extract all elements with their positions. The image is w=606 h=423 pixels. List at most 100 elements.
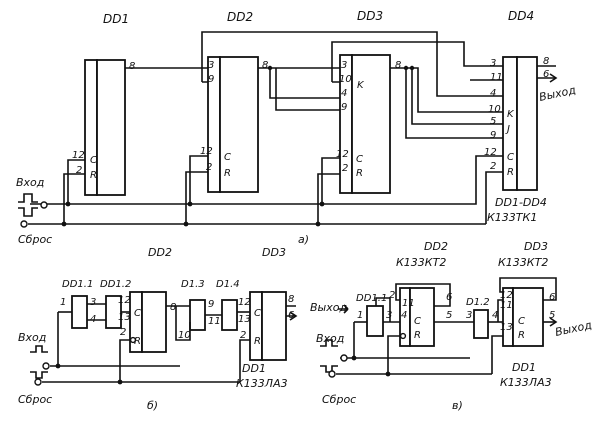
inverted-reset-bubble: [129, 336, 137, 344]
pin-label: 5: [446, 310, 452, 321]
dd4-pin-11: 11: [490, 72, 503, 83]
sublabel-b: б): [147, 399, 158, 412]
junction-dot: [409, 65, 415, 71]
parts-label-line1: DD1-DD4: [495, 196, 547, 209]
pin-label: 4: [492, 310, 498, 321]
diagram-c: DD2 К133КТ2 DD3 К133КТ2 DD1.1 D1.2 1 2 3…: [310, 240, 593, 412]
parts-label-line2: К133ЛА3: [236, 377, 288, 390]
dd4-pin-8: 8: [543, 56, 549, 67]
dd3-pin-2: 2: [342, 163, 348, 174]
dd3-title-line1: DD3: [524, 240, 548, 253]
dd2-chip: [409, 287, 435, 347]
dd4-pin-9: 9: [490, 130, 496, 141]
pin-label: 2: [389, 290, 395, 301]
dd2-chip: [141, 291, 167, 353]
pin-label: 13: [500, 322, 513, 333]
pin-label: R: [414, 330, 421, 341]
pin-label: 12: [238, 297, 251, 308]
pin-label: C: [414, 316, 421, 327]
dd1-title: DD1: [103, 12, 129, 26]
gate-d1-3-label: D1.3: [181, 279, 205, 290]
dd4-pin-5: 5: [490, 116, 496, 127]
diagram-a-wires: [18, 31, 558, 225]
dd1-reset-label: R: [90, 170, 97, 181]
pin-label: 6: [446, 292, 452, 303]
gate-dd1-2-label: DD1.2: [100, 279, 131, 290]
pin-label: R: [518, 330, 525, 341]
pin-label: R: [134, 336, 141, 347]
dd3-reset-label: R: [356, 168, 363, 179]
dd2-pin-3: 3: [208, 60, 214, 71]
dd1-clock-label: C: [90, 155, 97, 166]
junction-dot: [65, 201, 71, 207]
junction-dot: [187, 201, 193, 207]
pin-label: 11: [500, 300, 513, 311]
reset-terminal: [328, 370, 336, 378]
dd4-pin-6: 6: [543, 69, 549, 80]
reset-terminal: [20, 220, 28, 228]
dd2-title-line2: К133КТ2: [396, 256, 446, 269]
gate-d1-2: [473, 309, 489, 339]
pin-label: C: [518, 316, 525, 327]
input-terminal: [340, 354, 348, 362]
reset-label: Сброс: [18, 393, 52, 406]
input-terminal: [40, 201, 48, 209]
dd3-pin-9: 9: [341, 102, 347, 113]
dd3-chip: [512, 287, 544, 347]
reset-label: Сброс: [322, 393, 356, 406]
output-left-label: Выход: [310, 301, 347, 314]
dd3-title: DD3: [262, 246, 286, 259]
output-right-label: Выход: [554, 319, 593, 339]
dd1-pin-2: 2: [76, 165, 82, 176]
dd3-chip: [261, 291, 287, 361]
pin-label: 11: [208, 316, 221, 327]
input-label: Вход: [18, 331, 46, 344]
pin-label: 3: [90, 297, 96, 308]
input-label: Вход: [16, 176, 44, 189]
dd3-pin-8: 8: [395, 60, 401, 71]
dd2-pin-12: 12: [200, 146, 213, 157]
pin-label: 12: [500, 290, 513, 301]
gate-dd1-1-label: DD1.1: [356, 293, 387, 304]
dd1-pin-8: 8: [129, 61, 135, 72]
pin-label: 2: [240, 330, 246, 341]
dd4-clock-label: C: [507, 152, 514, 163]
dd2-chip: [219, 56, 259, 193]
dd1-chip: [96, 59, 126, 196]
input-terminal: [42, 362, 50, 370]
dd4-reset-label: R: [507, 167, 514, 178]
dd2-clock-label: C: [224, 152, 231, 163]
diagram-c-wires: [320, 277, 558, 375]
dd2-pin-9: 9: [208, 74, 214, 85]
junction-dot: [117, 379, 123, 385]
diagram-a: DD1 DD2 DD3 DD4 8 12 C 2 R 3 9 8 12 C 2 …: [16, 9, 577, 246]
junction-dot: [183, 221, 189, 227]
dd2-pin-8: 8: [262, 60, 268, 71]
gate-d1-2-label: D1.2: [466, 297, 490, 308]
dd2-pin-2: 2: [206, 162, 212, 173]
dd3-pin-10: 10: [339, 74, 352, 85]
dd3-pin-3: 3: [341, 60, 347, 71]
junction-dot: [319, 201, 325, 207]
pin-label: 5: [549, 310, 555, 321]
dd4-pin-12: 12: [484, 147, 497, 158]
dd3-clock-label: C: [356, 154, 363, 165]
pin-label: 13: [118, 312, 131, 323]
diagram-b: DD2 DD3 DD1.1 DD1.2 D1.3 D1.4 1 3 4 12 1…: [18, 246, 298, 412]
pin-label: 12: [118, 295, 131, 306]
gate-d1-4-label: D1.4: [216, 279, 240, 290]
pin-label: C: [134, 308, 141, 319]
sublabel-c: в): [452, 399, 463, 412]
parts-label-line2: К133ЛА3: [500, 376, 552, 389]
pin-label: 3: [466, 310, 472, 321]
dd4-k-label: K: [507, 109, 515, 120]
junction-dot: [385, 371, 391, 377]
dd4-pin-4: 4: [490, 88, 496, 99]
reset-label: Сброс: [18, 233, 52, 246]
diagram-b-wires: [30, 303, 298, 383]
dd3-chip: [351, 54, 391, 194]
dd3-title: DD3: [357, 9, 383, 23]
pin-label: 10: [178, 330, 191, 341]
pin-label: 2: [120, 327, 126, 338]
